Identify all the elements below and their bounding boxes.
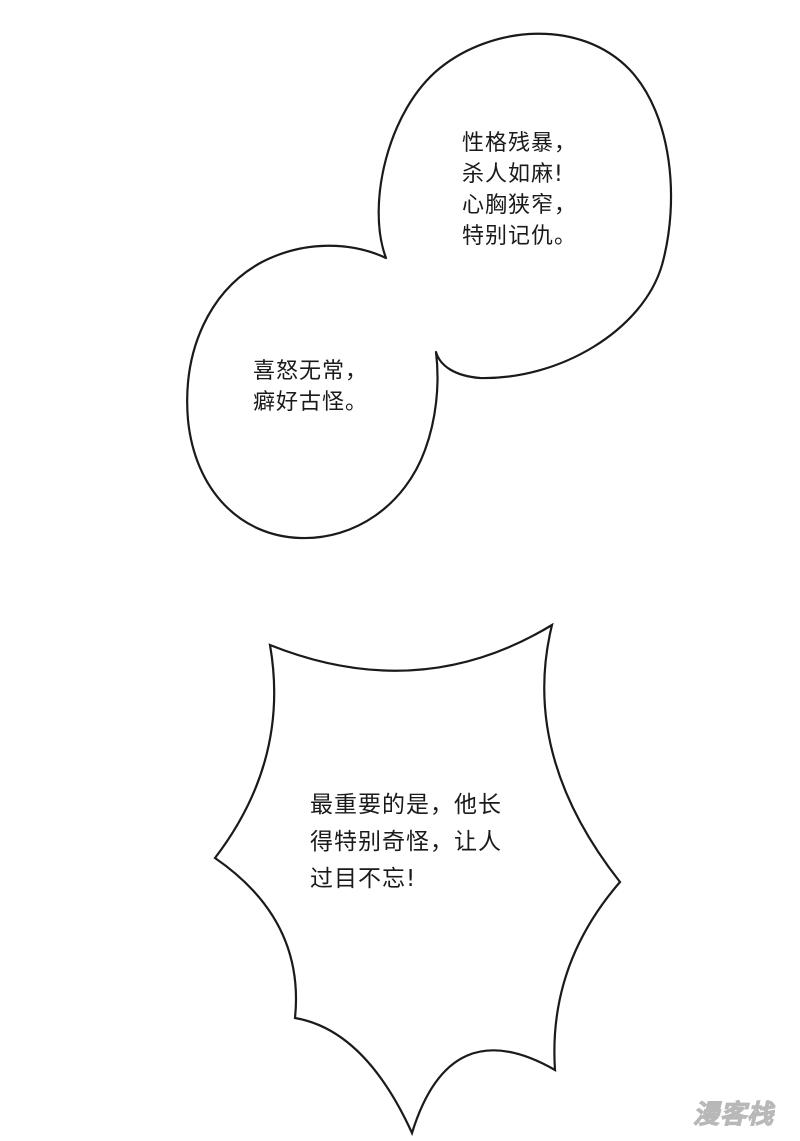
dialogue-line: 癖好古怪。	[253, 390, 369, 415]
dialogue-line: 特别记仇。	[462, 224, 578, 249]
speech-bubble-double-outline	[186, 32, 673, 540]
watermark: 漫客栈	[692, 1094, 774, 1131]
dialogue-line: 得特别奇怪，让人	[310, 829, 502, 855]
bubble-left-text: 喜怒无常， 癖好古怪。	[253, 356, 368, 418]
watermark-logo: 漫客栈	[692, 1100, 774, 1131]
dialogue-line: 过目不忘!	[310, 866, 417, 892]
bubble-top-right-text: 性格残暴， 杀人如麻! 心胸狭窄， 特别记仇。	[462, 128, 577, 252]
dialogue-line: 心胸狭窄，	[462, 193, 578, 218]
bubble-spiky-text: 最重要的是，他长 得特别奇怪，让人 过目不忘!	[310, 787, 502, 898]
dialogue-line: 性格残暴，	[462, 131, 578, 156]
dialogue-line: 最重要的是，他长	[310, 792, 502, 818]
dialogue-line: 杀人如麻!	[462, 162, 564, 187]
speech-bubble-spiky-outline	[213, 622, 622, 1137]
dialogue-line: 喜怒无常，	[253, 359, 369, 384]
